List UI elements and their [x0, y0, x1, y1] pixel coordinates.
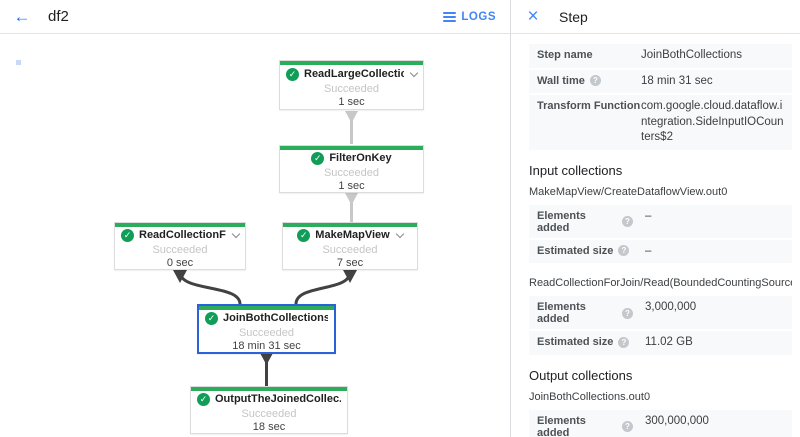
- node-time: 18 sec: [252, 420, 286, 433]
- chevron-down-icon[interactable]: [409, 68, 419, 77]
- section-title-input-collections: Input collections: [529, 162, 623, 178]
- help-icon[interactable]: ?: [622, 421, 633, 433]
- metric-label: Estimated size: [537, 336, 614, 349]
- node-status: Succeeded: [323, 166, 380, 179]
- metric-value: 300,000,000: [645, 414, 709, 427]
- property-label: Transform Function: [537, 100, 641, 113]
- help-icon[interactable]: ?: [589, 75, 601, 87]
- step-node-joinbothcollections[interactable]: ✓ JoinBothCollections Succeeded 18 min 3…: [197, 304, 336, 354]
- metric-row-elements-added: Elements added ? 300,000,000: [529, 409, 792, 437]
- node-status-bar: [280, 61, 423, 65]
- edge-start-marker: [260, 353, 273, 365]
- metric-label: Elements added: [537, 414, 586, 437]
- node-title: JoinBothCollections: [223, 312, 328, 324]
- pipeline-graph-canvas[interactable]: ✓ ReadLargeCollectionFr... Succeeded 1 s…: [0, 34, 510, 437]
- property-row-transform-function: Transform Function com.google.cloud.data…: [529, 95, 792, 150]
- node-time: 1 sec: [338, 95, 365, 108]
- property-row-wall-time: Wall time ? 18 min 31 sec: [529, 69, 792, 94]
- metric-value: 3,000,000: [645, 301, 697, 314]
- node-time: 0 sec: [166, 256, 194, 269]
- node-status-bar: [191, 387, 347, 391]
- help-icon[interactable]: ?: [622, 216, 633, 228]
- edge-start-marker: [345, 111, 358, 123]
- property-row-step-name: Step name JoinBothCollections: [529, 44, 792, 68]
- node-time: 18 min 31 sec: [232, 339, 301, 352]
- logs-button-label: LOGS: [461, 10, 496, 23]
- property-label: Wall time: [537, 74, 585, 87]
- node-title: ReadCollectionForJoin: [139, 229, 226, 241]
- top-bar: ← df2 LOGS: [0, 0, 510, 34]
- metric-label: Elements added: [537, 209, 586, 234]
- metric-row-elements-added: Elements added ? 3,000,000: [529, 296, 792, 330]
- metric-row-estimated-size: Estimated size ? 11.02 GB: [529, 331, 792, 355]
- property-value: JoinBothCollections: [641, 49, 743, 61]
- metric-value: –: [645, 244, 652, 257]
- node-title: FilterOnKey: [329, 152, 392, 164]
- graph-pane: ← df2 LOGS: [0, 0, 510, 437]
- back-button[interactable]: ←: [10, 5, 34, 29]
- help-icon[interactable]: ?: [618, 245, 630, 257]
- step-node-readlargecollection[interactable]: ✓ ReadLargeCollectionFr... Succeeded 1 s…: [279, 60, 424, 110]
- step-node-makemapview[interactable]: ✓ MakeMapView Succeeded 7 sec: [282, 222, 418, 270]
- node-status-bar: [115, 223, 245, 227]
- close-button[interactable]: ×: [521, 5, 545, 29]
- node-title: ReadLargeCollectionFr...: [304, 68, 404, 80]
- node-status-bar: [199, 306, 334, 310]
- edge-start-marker: [343, 270, 357, 283]
- section-title-output-collections: Output collections: [529, 367, 633, 383]
- success-check-icon: ✓: [286, 67, 299, 81]
- node-status-bar: [283, 223, 417, 227]
- node-status: Succeeded: [322, 243, 378, 256]
- page-title: df2: [48, 8, 69, 25]
- metric-value: 11.02 GB: [645, 336, 693, 349]
- step-node-readcollectionforjoin[interactable]: ✓ ReadCollectionForJoin Succeeded 0 sec: [114, 222, 246, 270]
- help-icon[interactable]: ?: [618, 336, 630, 348]
- edge-start-marker: [173, 270, 187, 283]
- success-check-icon: ✓: [297, 228, 311, 242]
- node-status: Succeeded: [152, 243, 208, 256]
- metric-label: Estimated size: [537, 244, 614, 257]
- node-status: Succeeded: [238, 326, 295, 339]
- property-value: 18 min 31 sec: [641, 74, 713, 87]
- step-node-filteronkey[interactable]: ✓ FilterOnKey Succeeded 1 sec: [279, 145, 424, 193]
- graph-edges: [173, 111, 358, 386]
- chevron-down-icon[interactable]: [395, 229, 404, 238]
- success-check-icon: ✓: [197, 392, 210, 406]
- logs-button[interactable]: LOGS: [437, 6, 502, 28]
- close-icon: ×: [527, 5, 539, 27]
- node-time: 7 sec: [336, 256, 364, 269]
- collection-name: JoinBothCollections.out0: [529, 390, 651, 403]
- edge-makemapview-join: [294, 271, 352, 305]
- node-status: Succeeded: [323, 82, 380, 95]
- collection-name: ReadCollectionForJoin/Read(BoundedCounti…: [529, 277, 792, 290]
- panel-title: Step: [559, 8, 588, 25]
- metric-label: Elements added: [537, 301, 586, 326]
- edge-readcollection-join: [178, 271, 242, 305]
- node-time: 1 sec: [338, 179, 365, 192]
- step-detail-panel: × Step Step name JoinBothCollections Wal…: [510, 0, 800, 437]
- help-icon[interactable]: ?: [622, 307, 633, 319]
- panel-body: Step name JoinBothCollections Wall time …: [511, 34, 800, 437]
- minimap-dot: [16, 60, 21, 65]
- success-check-icon: ✓: [311, 151, 325, 165]
- chevron-down-icon[interactable]: [231, 229, 241, 238]
- metric-row-elements-added: Elements added ? –: [529, 204, 792, 238]
- panel-header: × Step: [511, 0, 800, 34]
- arrow-back-icon: ←: [13, 6, 31, 26]
- list-icon: [443, 10, 457, 24]
- success-check-icon: ✓: [205, 311, 218, 325]
- metric-row-estimated-size: Estimated size ? –: [529, 239, 792, 264]
- property-value: com.google.cloud.dataflow.integration.Si…: [641, 100, 784, 144]
- node-title: OutputTheJoinedCollec...: [215, 393, 341, 405]
- node-status: Succeeded: [241, 407, 297, 420]
- node-title: MakeMapView: [315, 229, 390, 241]
- step-node-outputthejoined[interactable]: ✓ OutputTheJoinedCollec... Succeeded 18 …: [190, 386, 348, 434]
- metric-value: –: [645, 209, 652, 222]
- success-check-icon: ✓: [121, 228, 134, 242]
- edge-start-marker: [345, 193, 358, 205]
- node-status-bar: [280, 146, 423, 150]
- property-label: Step name: [537, 49, 593, 61]
- collection-name: MakeMapView/CreateDataflowView.out0: [529, 185, 728, 198]
